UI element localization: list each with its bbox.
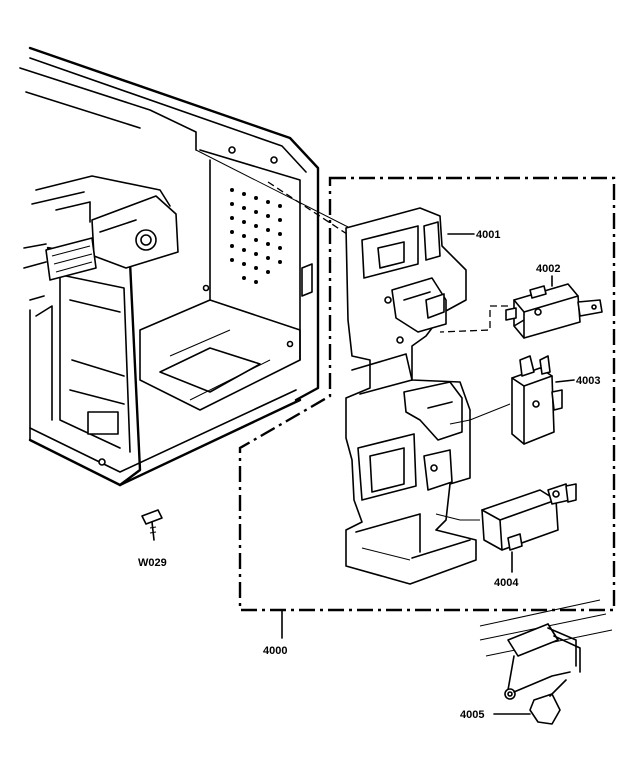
part-label-4001: 4001 <box>476 229 500 241</box>
callout-4002 <box>439 305 508 333</box>
part-label-w029: W029 <box>138 557 167 569</box>
door-latch-board <box>345 207 477 585</box>
part-label-4002: 4002 <box>536 263 560 275</box>
fuse-assembly-4005 <box>479 599 613 725</box>
screw-w029 <box>141 509 163 541</box>
micro-switch-4003 <box>511 355 563 445</box>
micro-switch-4004 <box>481 483 577 551</box>
vent-holes <box>230 188 282 284</box>
leader-4003 <box>555 379 575 383</box>
callout-4004 <box>435 513 480 521</box>
part-label-4005: 4005 <box>460 709 484 721</box>
assembly-boundary-4000 <box>238 176 616 612</box>
callout-4003 <box>449 403 511 425</box>
micro-switch-4002 <box>505 283 603 339</box>
microwave-chassis <box>19 46 351 487</box>
part-label-4004: 4004 <box>494 577 519 589</box>
part-label-4003: 4003 <box>576 375 600 387</box>
part-label-4000: 4000 <box>263 645 287 657</box>
